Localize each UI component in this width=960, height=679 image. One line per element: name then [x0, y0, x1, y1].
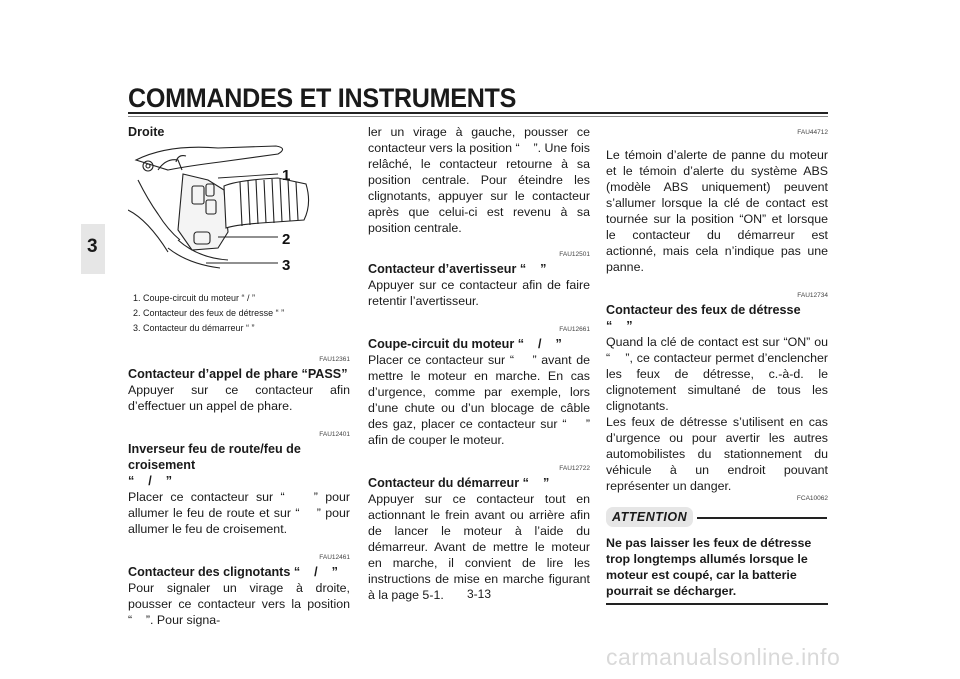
section-heading: Contacteur des clignotants “ / ”	[128, 565, 338, 579]
callout-3: 3	[282, 257, 290, 274]
caption-1: 1. Coupe-circuit du moteur “ / ”	[133, 293, 256, 303]
section-text: Appuyer sur ce contacteur afin d’effectu…	[128, 383, 350, 413]
page-number: 3-13	[467, 587, 492, 601]
ref-code: FAU12501	[559, 251, 590, 258]
caution-end-rule	[606, 603, 828, 605]
ref-code: FCA10062	[796, 495, 828, 502]
column-1: FAU12361 Contacteur d’appel de phare “PA…	[128, 341, 350, 628]
ref-code: FAU12461	[319, 554, 350, 561]
section-heading: Coupe-circuit du moteur “ / ”	[368, 337, 562, 351]
callout-1: 1	[282, 167, 290, 184]
caption-3: 3. Contacteur du démarreur “ ”	[133, 323, 255, 333]
caption-2: 2. Contacteur des feux de détresse “ ”	[133, 308, 285, 318]
caution-box: ATTENTION Ne pas laisser les feux de dét…	[606, 507, 828, 605]
section-heading: Contacteur des feux de détresse “ ”	[606, 303, 801, 333]
section-text: Placer ce contacteur sur “ ” avant de me…	[368, 353, 590, 447]
section-heading: Contacteur du démarreur “ ”	[368, 476, 550, 490]
chapter-tab-number: 3	[87, 236, 98, 257]
caution-rule	[697, 516, 828, 519]
section-text: Quand la clé de contact est sur “ON” ou …	[606, 335, 828, 413]
chapter-tab	[81, 224, 105, 274]
title-rule	[128, 112, 828, 114]
column-2: ler un virage à gauche, pousser ce conta…	[368, 124, 590, 603]
section-heading-symbols: “ / ”	[128, 474, 173, 488]
ref-code: FAU12722	[559, 465, 590, 472]
title-rule-thin	[128, 116, 828, 117]
section-heading: Contacteur d’appel de phare “PASS”	[128, 367, 348, 381]
section-text: Le témoin d’alerte de panne du moteur et…	[606, 148, 828, 274]
section-text: Les feux de détresse s’utilisent en cas …	[606, 415, 828, 493]
section-heading: Contacteur d’avertisseur “ ”	[368, 262, 547, 276]
section-text: ler un virage à gauche, pousser ce conta…	[368, 125, 590, 235]
ref-code: FAU12401	[319, 431, 350, 438]
handlebar-switch-illustration: 1 2 3	[128, 145, 310, 274]
ref-code: FAU12734	[797, 292, 828, 299]
section-text: Placer ce contacteur sur “ ” pour allume…	[128, 490, 350, 536]
section-text: Appuyer sur ce contacteur tout en action…	[368, 492, 590, 602]
figure-heading: Droite	[128, 125, 165, 139]
caution-text: Ne pas laisser les feux de détresse trop…	[606, 536, 812, 598]
callout-2: 2	[282, 231, 290, 248]
ref-code: FAU12361	[319, 356, 350, 363]
section-heading: Inverseur feu de route/feu de croisement	[128, 442, 301, 472]
ref-code: FAU12661	[559, 326, 590, 333]
column-3: FAU44712 Le témoin d’alerte de panne du …	[606, 114, 828, 605]
ref-code: FAU44712	[797, 129, 828, 136]
section-text: Appuyer sur ce contacteur afin de faire …	[368, 278, 590, 308]
page-title: COMMANDES ET INSTRUMENTS	[128, 83, 517, 113]
section-text: Pour signaler un virage à droite, pousse…	[128, 581, 350, 627]
watermark: carmanualsonline.info	[606, 644, 841, 670]
caution-label: ATTENTION	[606, 507, 694, 527]
